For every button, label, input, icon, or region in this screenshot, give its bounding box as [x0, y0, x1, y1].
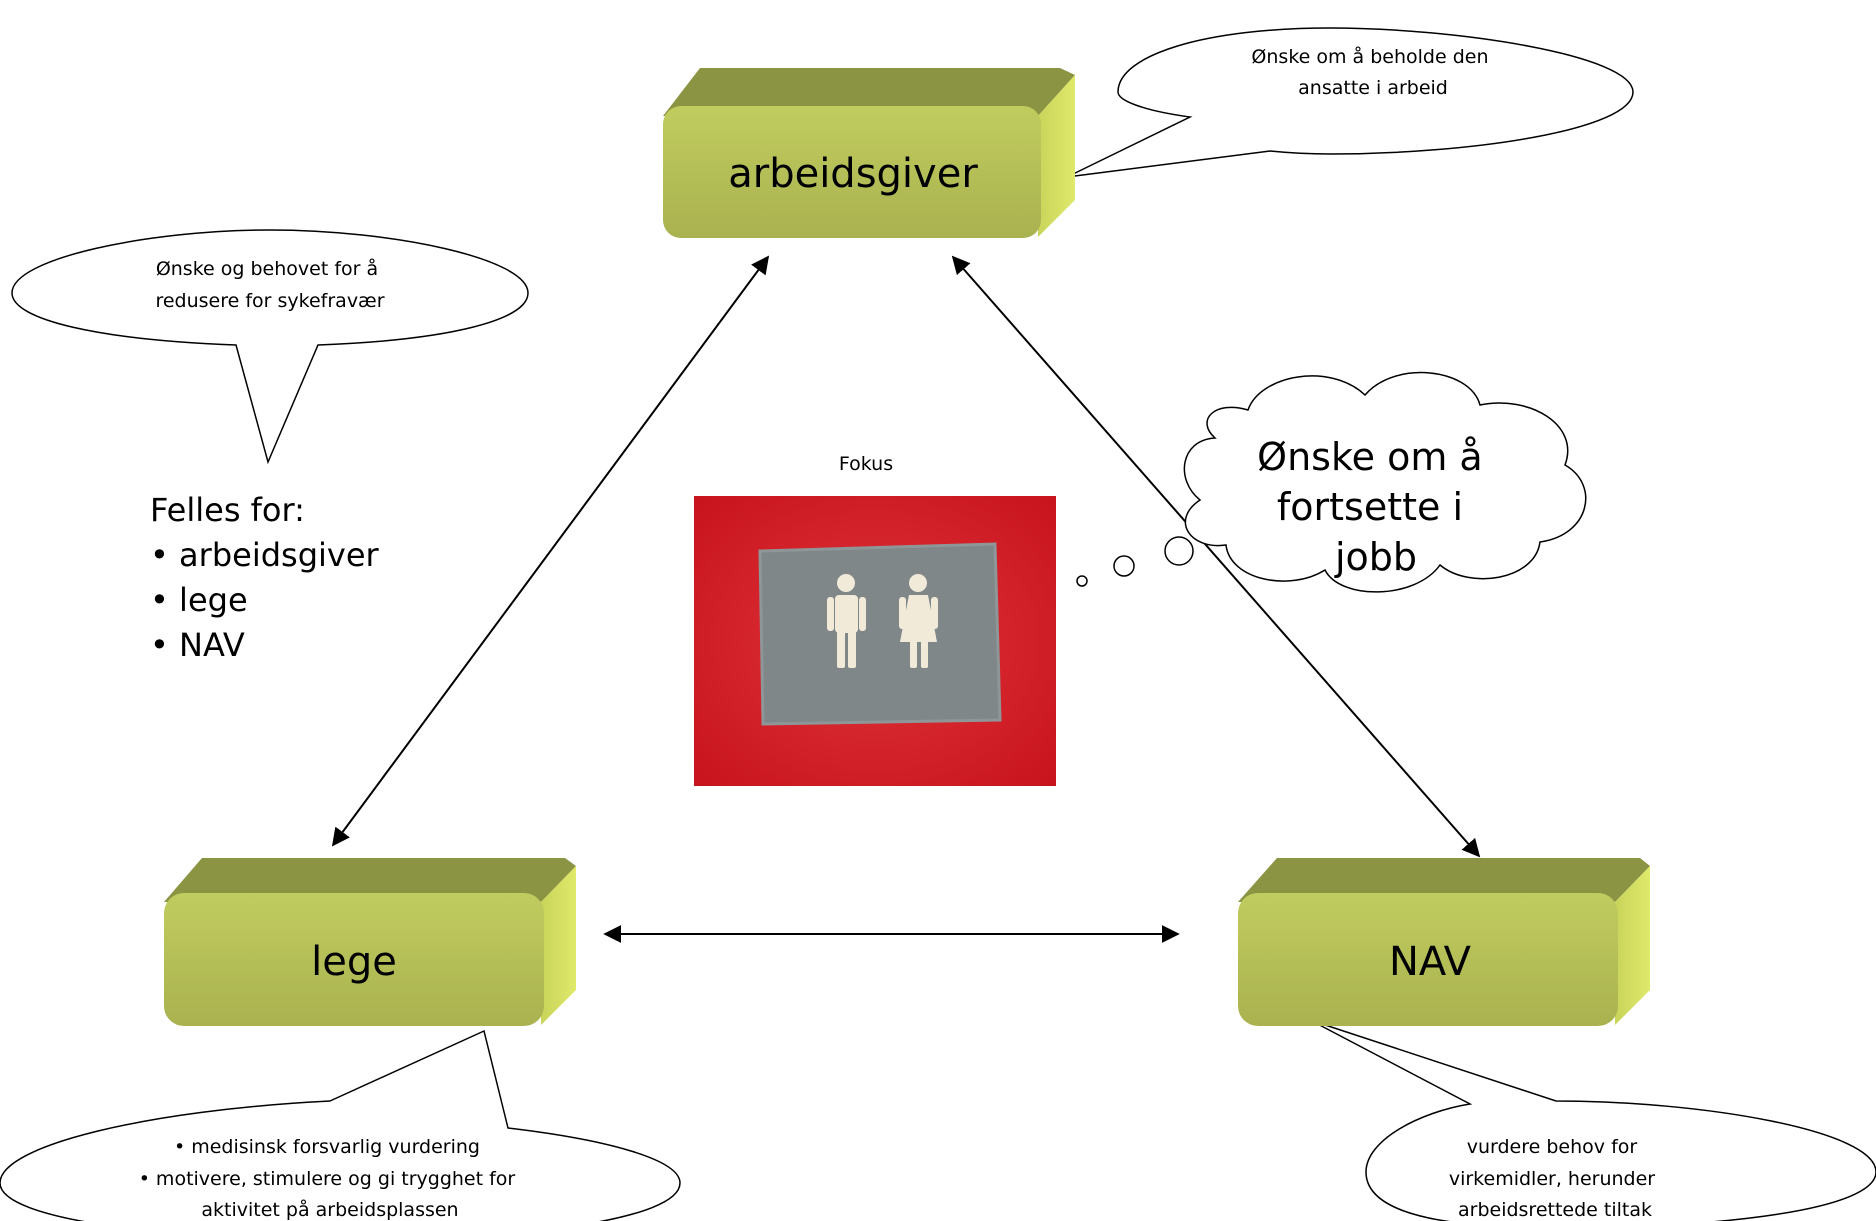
box-lege: lege	[164, 858, 576, 1026]
thought-dot-small	[1076, 575, 1088, 587]
bubble-sykefravaer-line2: redusere for sykefravær	[155, 290, 384, 312]
bubble-sykefravaer: Ønske og behovet for å redusere for syke…	[11, 229, 529, 465]
bubble-arbeidsgiver-line2: ansatte i arbeid	[1298, 77, 1448, 99]
box-nav-label: NAV	[1389, 939, 1472, 985]
cloud-line2: fortsette i	[1277, 485, 1463, 529]
cloud-line1: Ønske om å	[1257, 435, 1483, 479]
bubble-lege-line1: • medisinsk forsvarlig vurdering	[174, 1136, 480, 1158]
box-lege-label: lege	[311, 939, 397, 985]
bubble-lege-line3: aktivitet på arbeidsplassen	[201, 1198, 458, 1221]
woman-figure-icon	[899, 574, 938, 668]
fokus-label: Fokus	[839, 453, 893, 475]
svg-text:Ønske om å fortsette i: Ønske om å fortsette i jobb	[1257, 435, 1495, 579]
arrow-arbeidsgiver-lege	[331, 255, 770, 847]
man-figure-icon	[827, 574, 866, 668]
felles-heading: Felles for:	[150, 491, 305, 529]
cloud-line3: jobb	[1334, 535, 1417, 579]
felles-items: arbeidsgiver lege NAV	[150, 533, 379, 668]
box-arbeidsgiver: arbeidsgiver	[663, 68, 1075, 238]
svg-text:• medisinsk forsvarlig vurderi: • medisinsk forsvarlig vurdering • motiv…	[139, 1136, 522, 1221]
felles-item-arbeidsgiver: arbeidsgiver	[150, 533, 379, 578]
svg-text:Ønske og behovet for å r: Ønske og behovet for å redusere for syke…	[155, 257, 384, 312]
bubble-nav: vurdere behov for virkemidler, herunder …	[1309, 1019, 1876, 1221]
bubble-lege: • medisinsk forsvarlig vurdering • motiv…	[0, 1029, 681, 1221]
felles-item-lege: lege	[150, 578, 379, 623]
bubble-lege-line2: • motivere, stimulere og gi trygghet for	[139, 1168, 516, 1190]
thought-cloud: Ønske om å fortsette i jobb	[1076, 371, 1587, 593]
bubble-arbeidsgiver-line1: Ønske om å beholde den	[1251, 45, 1488, 68]
bubble-nav-line1: vurdere behov for	[1467, 1136, 1638, 1158]
arrow-arbeidsgiver-nav	[951, 255, 1481, 858]
svg-text:Ønske om å beholde den a: Ønske om å beholde den ansatte i arbeid	[1251, 45, 1494, 99]
felles-item-nav: NAV	[150, 623, 379, 668]
connection-arrows	[331, 255, 1481, 943]
box-nav: NAV	[1238, 858, 1650, 1026]
box-arbeidsgiver-label: arbeidsgiver	[728, 151, 978, 197]
thought-dot-medium	[1113, 555, 1135, 577]
fokus-photo	[694, 496, 1056, 786]
thought-dot-large	[1164, 536, 1194, 566]
svg-text:vurdere behov for virkem: vurdere behov for virkemidler, herunder …	[1449, 1136, 1661, 1221]
felles-list: Felles for: arbeidsgiver lege NAV	[150, 488, 379, 668]
bubble-arbeidsgiver: Ønske om å beholde den ansatte i arbeid	[1066, 27, 1634, 178]
bubble-sykefravaer-line1: Ønske og behovet for å	[156, 257, 378, 280]
bubble-nav-line3: arbeidsrettede tiltak	[1458, 1199, 1652, 1221]
bubble-nav-line2: virkemidler, herunder	[1449, 1168, 1655, 1190]
